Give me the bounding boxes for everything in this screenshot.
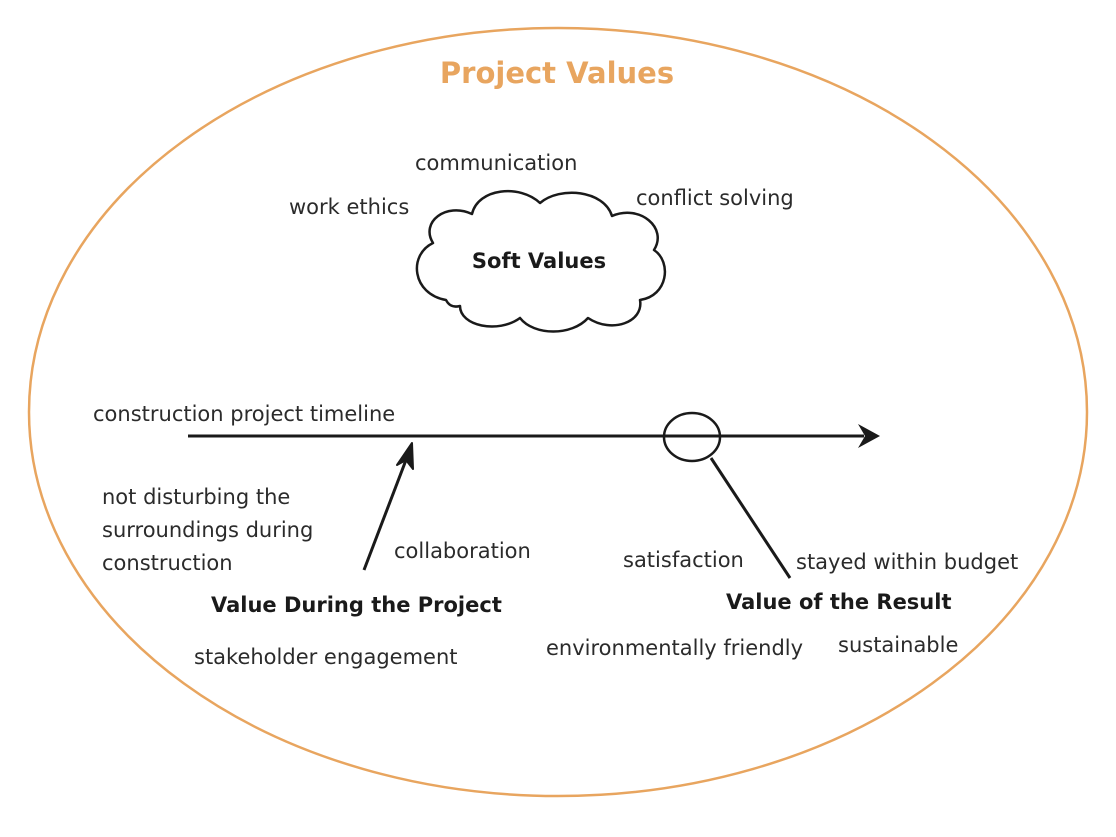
result-heading: Value of the Result [726, 590, 952, 614]
during-value-not-disturbing-line-2: surroundings during [102, 518, 313, 542]
timeline-arrowhead [858, 424, 880, 448]
result-connector-line [709, 457, 792, 579]
soft-value-communication: communication [415, 151, 577, 175]
during-value-not-disturbing-line-3: construction [102, 551, 233, 575]
during-value-not-disturbing-line-1: not disturbing the [102, 485, 290, 509]
result-value-environmentally-friendly: environmentally friendly [546, 636, 803, 660]
during-project-arrowhead [396, 442, 414, 470]
during-project-heading: Value During the Project [211, 593, 502, 617]
result-point-circle [662, 411, 722, 463]
project-values-ellipse [27, 26, 1089, 798]
during-value-stakeholder-engagement: stakeholder engagement [194, 645, 458, 669]
soft-values-label: Soft Values [472, 249, 606, 273]
during-value-collaboration: collaboration [394, 539, 531, 563]
result-value-within-budget: stayed within budget [796, 550, 1018, 574]
soft-values-cloud [415, 189, 667, 333]
result-value-sustainable: sustainable [838, 633, 958, 657]
soft-value-conflict-solving: conflict solving [636, 186, 794, 210]
soft-value-work-ethics: work ethics [289, 195, 409, 219]
diagram-title: Project Values [440, 56, 674, 90]
during-project-arrow-line [362, 459, 408, 571]
result-value-satisfaction: satisfaction [623, 548, 744, 572]
timeline-label: construction project timeline [93, 402, 395, 426]
